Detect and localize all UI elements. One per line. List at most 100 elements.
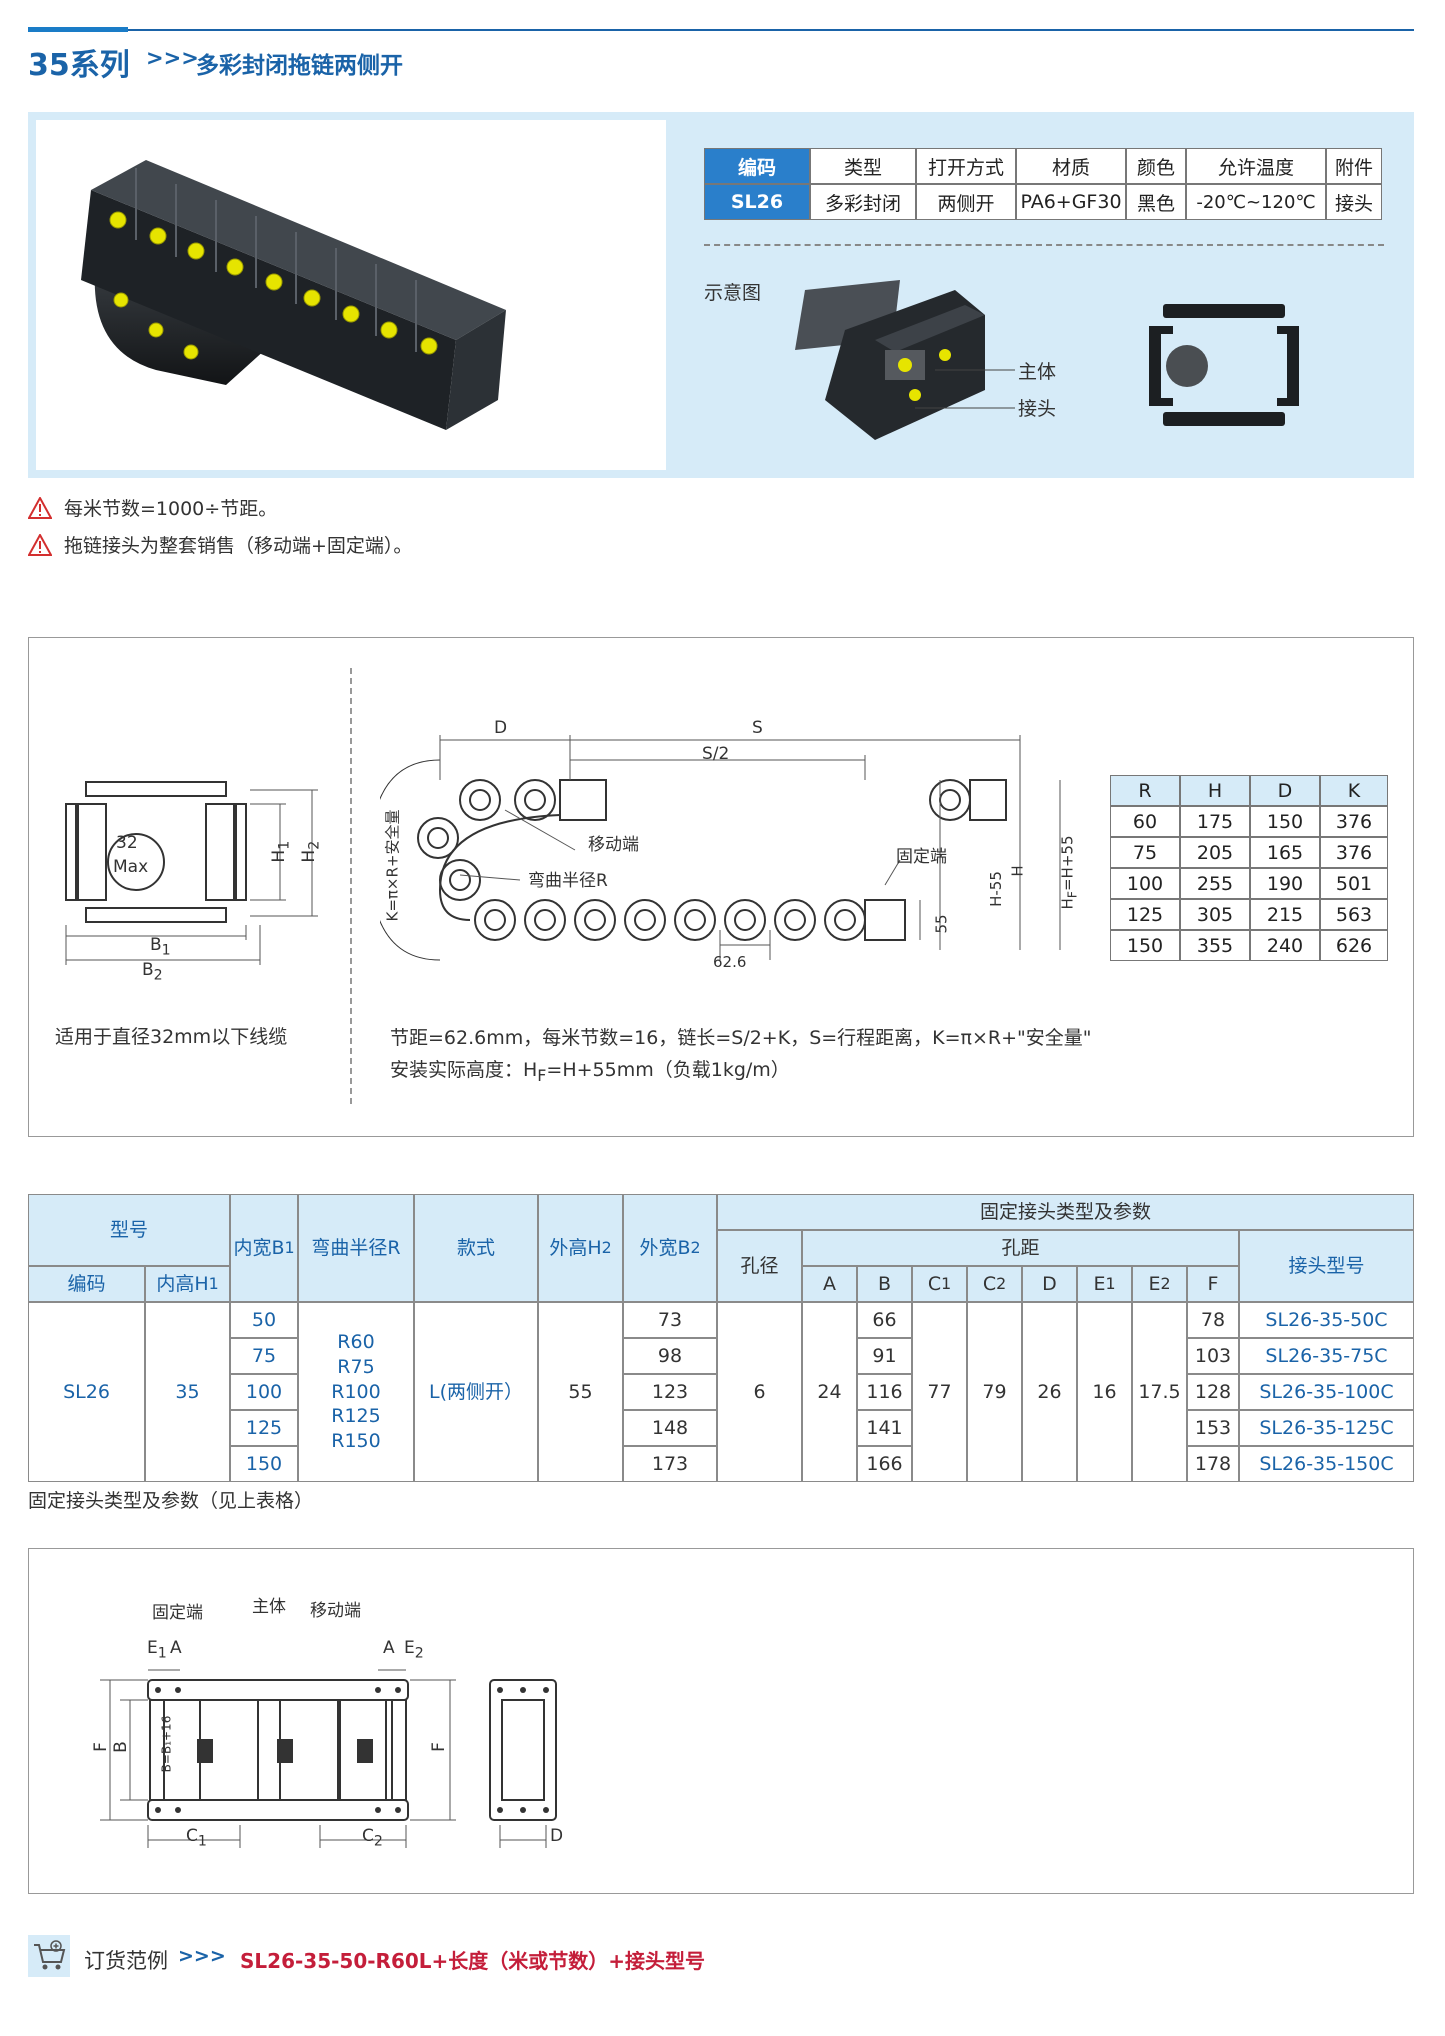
cable-caption: 适用于直径32mm以下线缆 [55,1026,288,1048]
dim-h: H [1008,865,1027,877]
st-joint-cell: SL26-35-150C [1239,1446,1414,1482]
label-h2: H2 [299,840,323,863]
st-f-cell: 178 [1187,1446,1239,1482]
pt-temp: -20℃~120℃ [1186,184,1326,220]
series-title: 35系列 [28,48,130,83]
dim-hf: HF=H+55 [1058,835,1080,910]
st-outer-w-cell: 123 [623,1374,717,1410]
rhdk-cell: 205 [1180,837,1250,868]
pt-color: 黑色 [1126,184,1186,220]
rhdk-cell: 376 [1320,837,1388,868]
callout-joint: 接头 [1018,398,1057,420]
st-code: 编码 [28,1266,145,1302]
bd-b16: B=B₁+16 [159,1715,174,1773]
header-accent [28,27,128,32]
dim-h-55: H-55 [986,871,1005,907]
rhdk-cell: 60 [1110,806,1180,837]
st-col-a: A [802,1266,857,1302]
pt-accessory: 接头 [1326,184,1382,220]
st-f-cell: 78 [1187,1302,1239,1338]
product-photo [36,120,666,470]
rhdk-cell: 376 [1320,806,1388,837]
st-c1-val: 77 [912,1302,967,1482]
rhdk-cell: 150 [1110,930,1180,961]
st-inner-w-cell: 50 [230,1302,298,1338]
st-outer-w-cell: 73 [623,1302,717,1338]
dim-s: S [752,718,763,738]
st-f-cell: 128 [1187,1374,1239,1410]
pt-header-code: 编码 [704,148,810,184]
drag-chain-photo-icon [81,160,506,430]
st-model: 型号 [28,1194,230,1266]
label-moving-end: 移动端 [588,835,639,855]
st-e1-val: 16 [1077,1302,1132,1482]
pt-header-material: 材质 [1016,148,1126,184]
st-bend-r-val: R60 R75 R100 R125 R150 [298,1302,414,1482]
rhdk-cell: 150 [1250,806,1320,837]
pt-header-temp: 允许温度 [1186,148,1326,184]
st-e2-val: 17.5 [1132,1302,1187,1482]
order-label: 订货范例 [84,1949,168,1973]
dim-d: D [494,718,508,738]
st-outer-w-cell: 98 [623,1338,717,1374]
st-joint-cell: SL26-35-125C [1239,1410,1414,1446]
joint-top-view-drawing [100,1669,557,1848]
schematic-link-icon [795,280,1015,440]
rhdk-cell: 255 [1180,868,1250,899]
dashed-separator [704,244,1384,246]
st-b-cell: 166 [857,1446,912,1482]
st-f-cell: 153 [1187,1410,1239,1446]
bd-c1: C1 [186,1826,207,1850]
pt-material: PA6+GF30 [1016,184,1126,220]
st-joint-model: 接头型号 [1239,1230,1414,1302]
st-col-f: F [1187,1266,1239,1302]
st-inner-w-cell: 125 [230,1410,298,1446]
dim-k: K=π×R+安全量 [383,809,402,922]
rhdk-h-d: D [1250,775,1320,806]
cross-section-icon [1149,304,1299,426]
shopping-cart-icon [28,1935,70,1977]
label-h1: H1 [269,840,293,863]
st-outer-w-cell: 148 [623,1410,717,1446]
st-col-b: B [857,1266,912,1302]
label-b2: B2 [142,960,163,984]
formula-line-1: 节距=62.6mm，每米节数=16，链长=S/2+K，S=行程距离，K=π×R+… [390,1027,1092,1049]
header-rule [28,29,1414,31]
callout-body: 主体 [1018,361,1057,383]
side-view-drawing [380,735,1061,961]
warning-icon [28,533,52,556]
pt-header-open: 打开方式 [916,148,1016,184]
label-fixed-end: 固定端 [896,847,947,867]
rhdk-h-k: K [1320,775,1388,806]
rhdk-cell: 355 [1180,930,1250,961]
st-style-val: L(两侧开） [414,1302,538,1482]
max-dia-value: 32 [116,833,138,853]
st-joint-cell: SL26-35-100C [1239,1374,1414,1410]
note-1: 每米节数=1000÷节距。 [28,494,277,521]
rhdk-cell: 175 [1180,806,1250,837]
rhdk-cell: 125 [1110,899,1180,930]
rhdk-cell: 100 [1110,868,1180,899]
cross-section-drawing [65,781,318,965]
st-style: 款式 [414,1194,538,1302]
pt-header-type: 类型 [810,148,916,184]
st-a-val: 24 [802,1302,857,1482]
formula-line-2: 安装实际高度：HF=H+55mm（负载1kg/m） [390,1059,790,1085]
dim-s-half: S/2 [702,744,730,764]
bd-e1: E1 [147,1638,167,1662]
pt-header-color: 颜色 [1126,148,1186,184]
warning-icon [28,496,52,519]
note-2-text: 拖链接头为整套销售（移动端+固定端）。 [64,535,413,557]
st-c2-val: 79 [967,1302,1022,1482]
st-code-val: SL26 [28,1302,145,1482]
series-subtitle: 多彩封闭拖链两侧开 [196,53,403,79]
st-inner-h-val: 35 [145,1302,230,1482]
bd-b: B [110,1741,131,1753]
st-b-cell: 141 [857,1410,912,1446]
dim-55: 55 [932,914,951,934]
st-joint-cell: SL26-35-50C [1239,1302,1414,1338]
